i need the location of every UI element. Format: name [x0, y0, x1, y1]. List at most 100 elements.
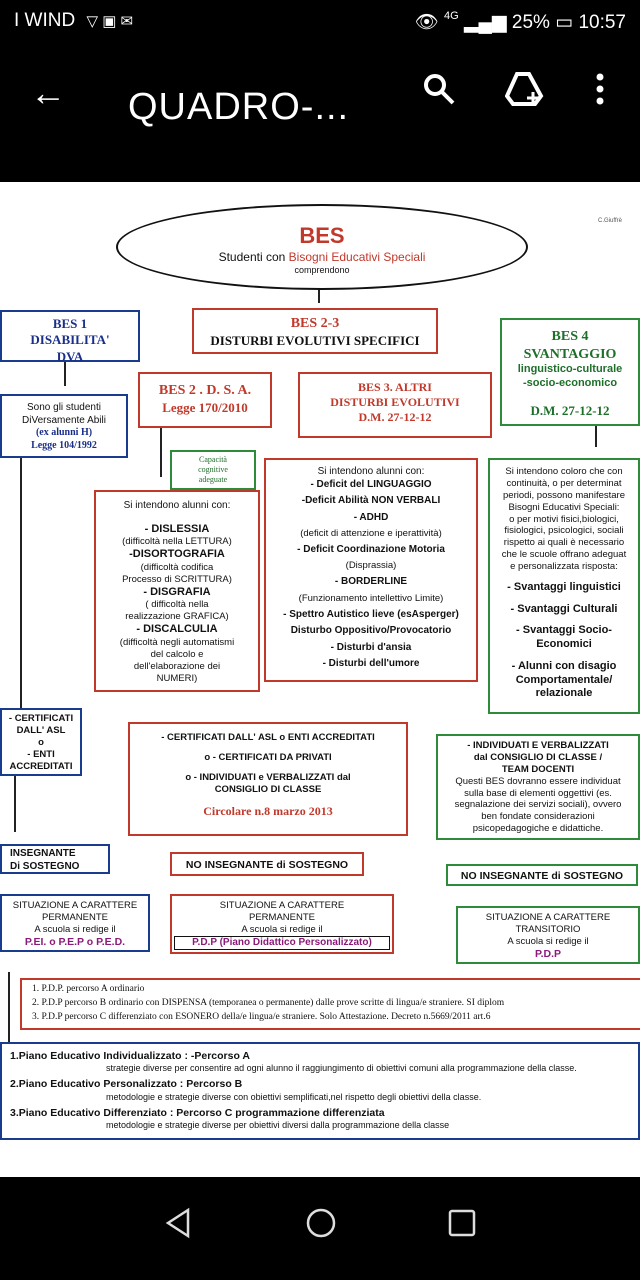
- svantaggio-items: - Svantaggi linguistici- Svantaggi Cultu…: [490, 581, 638, 701]
- battery-percent: 25%: [511, 12, 550, 33]
- nav-recents-icon[interactable]: [448, 1207, 476, 1244]
- bes23-box: BES 2-3 DISTURBI EVOLUTIVI SPECIFICI: [192, 308, 438, 354]
- notification-icons: ▽ ▣ ✉: [86, 13, 134, 30]
- bes-ellipse: BES Studenti con Bisogni Educativi Speci…: [116, 204, 528, 290]
- sit-left-line3: A scuola si redige il: [34, 923, 116, 935]
- altri-item: - Spettro Autistico lieve (esAsperger): [283, 608, 459, 620]
- sit-right-line2: TRANSITORIO: [515, 923, 581, 935]
- svantaggio-item: - Svantaggi linguistici: [507, 580, 621, 593]
- svantaggio-item: Comportamentale/: [515, 673, 613, 686]
- sit-mid-line1: SITUAZIONE A CARATTERE: [219, 900, 345, 911]
- certificati-left-box: - CERTIFICATI DALL' ASL o - ENTI ACCREDI…: [0, 708, 82, 776]
- piani-items: 1.Piano Educativo Individualizzato : -Pe…: [10, 1050, 638, 1131]
- connector: [64, 360, 66, 386]
- capacita-line2: cognitive: [198, 465, 228, 474]
- insegnante-box: INSEGNANTE Di SOSTEGNO: [0, 844, 110, 874]
- bes-subtitle: Bisogni Educativi Speciali: [288, 249, 426, 264]
- situazione-left-box: SITUAZIONE A CARATTERE PERMANENTE A scuo…: [0, 894, 150, 952]
- svantaggio-intro-line: o per motivi fisici,biologici,: [509, 513, 619, 525]
- cert-mid-line5: Circolare n.8 marzo 2013: [203, 803, 333, 818]
- connector: [595, 425, 597, 447]
- svantaggio-intro-line: Bisogni Educativi Speciali:: [508, 501, 620, 513]
- bes2-box: BES 2 . D. S. A. Legge 170/2010: [138, 372, 272, 428]
- piano-desc: metodologie e strategie diverse per obie…: [106, 1119, 450, 1130]
- altri-item: (Disprassia): [345, 560, 397, 572]
- dsa-item: ( difficoltà nella: [145, 599, 209, 611]
- capacita-line3: adeguate: [198, 475, 228, 484]
- dsa-list-box: Si intendono alunni con: - DISLESSIA(dif…: [94, 490, 260, 692]
- pdp-item: 1. P.D.P. percorso A ordinario: [32, 984, 145, 994]
- disabili-line2: DiVersamente Abili: [22, 414, 106, 426]
- sit-right-line4: P.D.P: [534, 947, 562, 960]
- altri-item: - BORDERLINE: [334, 576, 408, 588]
- svantaggio-intro-line: periodi, possono manifestare: [503, 489, 625, 501]
- back-arrow-icon[interactable]: ←: [30, 72, 66, 113]
- bes1-line1: BES 1: [52, 316, 88, 331]
- disabili-line4: Legge 104/1992: [31, 439, 97, 451]
- eye-icon: 👁: [414, 12, 439, 33]
- dsa-item: Processo di SCRITTURA): [122, 573, 232, 585]
- ind-line4: Questi BES dovranno essere individuat: [455, 775, 621, 787]
- document-viewer[interactable]: BES Studenti con Bisogni Educativi Speci…: [0, 182, 640, 1177]
- connector: [160, 427, 162, 477]
- svantaggio-intro-line: continuità, o per determinat: [506, 477, 622, 489]
- nav-back-icon[interactable]: [164, 1207, 192, 1244]
- capacita-box: Capacità cognitive adeguate: [170, 450, 256, 490]
- bes2-line2: Legge 170/2010: [162, 399, 248, 415]
- bes1-line3: DVA: [56, 348, 84, 364]
- dsa-item: - DISGRAFIA: [143, 585, 211, 598]
- signal-icon: ▂▄▆: [463, 12, 507, 33]
- bes4-line1: BES 4: [551, 329, 589, 344]
- dsa-items: - DISLESSIA(difficoltà nella LETTURA)-DI…: [96, 523, 258, 685]
- connector: [318, 287, 320, 303]
- sit-right-line1: SITUAZIONE A CARATTERE: [485, 912, 611, 923]
- bes4-line5: D.M. 27-12-12: [530, 402, 610, 418]
- svantaggio-item: Economici: [536, 638, 592, 651]
- dsa-item: (difficoltà negli automatismi: [119, 636, 235, 648]
- svantaggio-intro-line: fisiologici, psicologici, sociali: [504, 525, 624, 537]
- connector: [20, 458, 22, 708]
- altri-item: (Funzionamento intellettivo Limite): [298, 592, 444, 604]
- insegnante-line2: Di SOSTEGNO: [10, 860, 80, 872]
- dsa-item: NUMERI): [156, 672, 198, 684]
- status-bar: I WIND ▽ ▣ ✉ 👁 4G ▂▄▆ 25% ▭ 10:57: [0, 0, 640, 44]
- bes-subtitle-prefix: Studenti con: [218, 249, 289, 264]
- pdp-item: 3. P.D.P percorso C differenziato con ES…: [32, 1011, 491, 1022]
- bes-subtitle2: comprendono: [294, 264, 350, 275]
- sit-left-line1: SITUAZIONE A CARATTERE: [12, 900, 138, 911]
- carrier-name: I WIND: [14, 10, 76, 31]
- piano-title: 2.Piano Educativo Personalizzato : Perco…: [10, 1078, 243, 1091]
- ind-line1: - INDIVIDUATI E VERBALIZZATI: [467, 740, 609, 751]
- app-bar: ← QUADRO-...: [0, 44, 640, 182]
- bes-title: BES: [299, 223, 345, 248]
- cert-left-line3: o: [38, 736, 44, 748]
- ind-line2: dal CONSIGLIO DI CLASSE /: [473, 751, 603, 763]
- dsa-item: (difficoltà nella LETTURA): [122, 536, 232, 548]
- situazione-right-box: SITUAZIONE A CARATTERE TRANSITORIO A scu…: [456, 906, 640, 964]
- nav-home-icon[interactable]: [305, 1207, 337, 1244]
- cert-left-line2: DALL' ASL: [16, 724, 66, 736]
- altri-item: - Deficit Coordinazione Motoria: [297, 543, 445, 555]
- svantaggio-item: - Svantaggi Socio-: [516, 624, 612, 637]
- disabili-line1: Sono gli studenti: [27, 402, 101, 413]
- bes4-line4: -socio-economico: [522, 376, 618, 389]
- more-vert-icon[interactable]: [594, 72, 606, 114]
- dsa-intro: Si intendono alunni con:: [123, 500, 231, 511]
- cert-left-line4: - ENTI: [27, 748, 55, 760]
- ind-line3: TEAM DOCENTI: [501, 763, 575, 775]
- search-icon[interactable]: [422, 72, 456, 114]
- sit-right-line3: A scuola si redige il: [507, 935, 589, 947]
- bes3-line3: D.M. 27-12-12: [358, 410, 432, 424]
- bes4-line3: linguistico-culturale: [517, 363, 623, 375]
- dsa-item: dell'elaborazione dei: [133, 660, 221, 672]
- no-insegnante-right: NO INSEGNANTE di SOSTEGNO: [446, 864, 638, 886]
- network-type: 4G: [443, 10, 459, 22]
- sit-mid-line4: P.D.P (Piano Didattico Personalizzato): [174, 935, 390, 951]
- drive-add-icon[interactable]: [504, 72, 545, 114]
- svantaggio-intro-line: e personalizzata risposta:: [510, 561, 618, 572]
- svantaggio-intro-line: Si intendono coloro che con: [505, 466, 623, 477]
- bes23-line2: DISTURBI EVOLUTIVI SPECIFICI: [210, 332, 420, 348]
